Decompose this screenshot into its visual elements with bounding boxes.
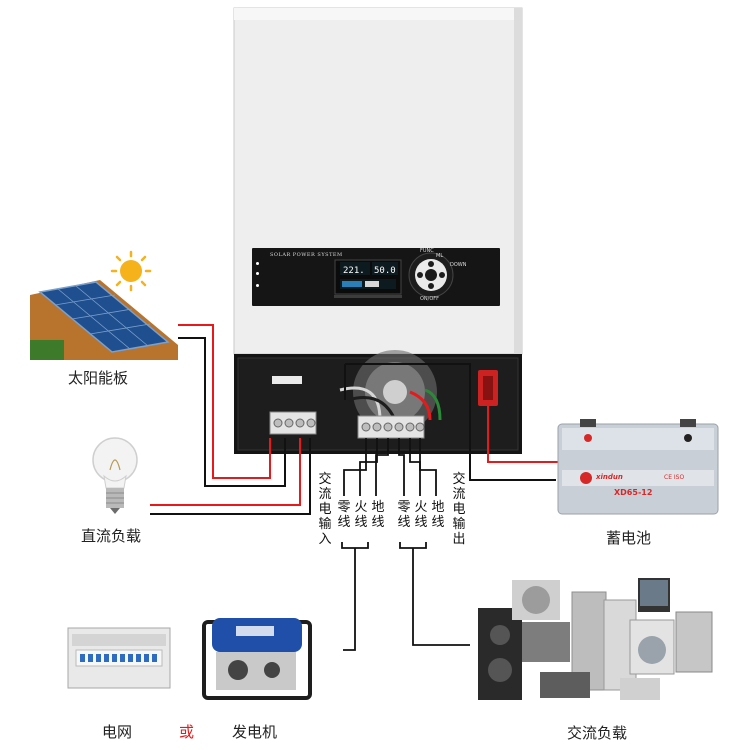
indicator-led	[256, 284, 259, 287]
ac-output-wires	[398, 438, 437, 496]
input-bracket	[341, 542, 369, 651]
solar-panel-label: 太阳能板	[68, 369, 129, 387]
indicator-led	[256, 262, 259, 265]
ac-terminal-block	[357, 415, 425, 439]
light-bulb-icon	[92, 437, 138, 514]
input-ground-label: 地线	[371, 500, 385, 530]
panel-title: SOLAR POWER SYSTEM	[270, 252, 343, 258]
output-ground-label: 地线	[431, 500, 445, 530]
generator-label: 发电机	[232, 723, 278, 741]
internal-wires	[339, 386, 442, 421]
output-live-label: 火线	[414, 500, 428, 530]
ac-input-label: 交流电输入	[318, 472, 332, 547]
ac-input-wires	[343, 438, 389, 496]
output-neutral-label: 零线	[397, 500, 411, 530]
lcd-display: 221. 50.0	[343, 266, 396, 276]
solar-wires	[178, 324, 286, 487]
ac-appliances-icon	[478, 578, 713, 700]
button-label-right: DOWN	[450, 262, 467, 268]
indicator-led	[256, 272, 259, 275]
sun-icon	[110, 250, 152, 292]
battery-label: 蓄电池	[606, 529, 652, 547]
dc-terminal-block	[269, 376, 317, 435]
or-label: 或	[179, 723, 195, 741]
battery-icon	[557, 419, 719, 515]
output-bracket	[399, 542, 470, 646]
grid-label: 电网	[102, 723, 133, 741]
button-label-top: FUNC	[420, 248, 434, 254]
dc-load-label: 直流负载	[81, 527, 142, 545]
dc-load-wires	[150, 438, 311, 515]
battery-brand: xindun	[596, 473, 623, 481]
ac-load-label: 交流负载	[567, 724, 628, 742]
ac-output-label: 交流电输出	[452, 472, 466, 547]
input-neutral-label: 零线	[337, 500, 351, 530]
lcd-voltage: 221.	[343, 266, 365, 276]
button-pad	[408, 252, 454, 298]
button-label-ml: ML	[436, 253, 444, 259]
input-live-label: 火线	[354, 500, 368, 530]
grid-distribution-box-icon	[67, 627, 171, 689]
battery-wires	[344, 363, 560, 481]
battery-model: XD65-12	[614, 488, 653, 497]
solar-panel-house-icon	[30, 280, 178, 360]
battery-breaker	[478, 370, 498, 406]
button-label-bottom: ON/OFF	[420, 296, 440, 302]
lcd-frequency: 50.0	[374, 266, 396, 276]
battery-cert: CE ISO	[664, 474, 685, 481]
generator-icon	[202, 618, 312, 700]
